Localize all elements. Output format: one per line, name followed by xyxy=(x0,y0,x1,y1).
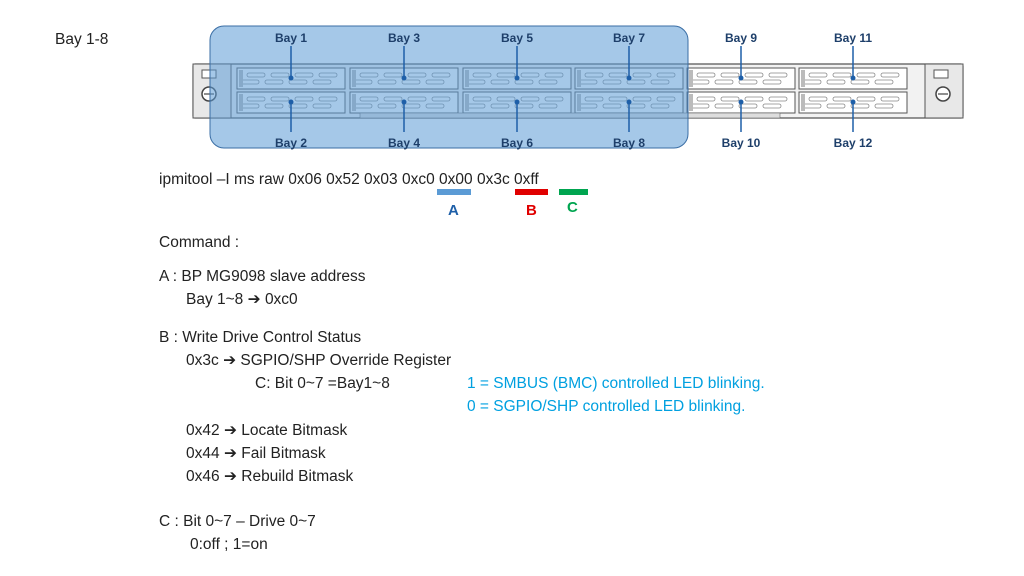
c-detail: 0:off ; 1=on xyxy=(190,536,268,553)
drive-vent xyxy=(762,103,782,109)
drive-vent xyxy=(738,103,758,109)
marker-a-letter: A xyxy=(448,202,459,219)
drive-vent xyxy=(744,96,764,102)
leader-dot xyxy=(401,75,407,81)
drive-vent xyxy=(856,72,876,78)
slide-label: Bay 1-8 xyxy=(55,31,109,48)
drive-vent xyxy=(850,79,870,85)
drive-vent xyxy=(808,72,828,78)
command-arg-b: 0x3c xyxy=(476,171,510,188)
command-prefix: ipmitool –I ms raw 0x06 0x52 0x03 xyxy=(159,171,398,188)
leader-dot xyxy=(738,75,744,81)
bay-label: Bay 8 xyxy=(612,136,646,150)
leader-dot xyxy=(626,99,632,105)
drive-vent xyxy=(880,72,900,78)
drive-vent xyxy=(768,72,788,78)
drive-vent xyxy=(768,96,788,102)
drive-vent xyxy=(720,96,740,102)
a-title: A : BP MG9098 slave address xyxy=(159,268,366,285)
b-title: B : Write Drive Control Status xyxy=(159,329,362,346)
bay-label: Bay 1 xyxy=(274,31,308,45)
arrow-icon: ➔ xyxy=(223,468,237,485)
command-arg-mid: 0x00 xyxy=(439,171,473,188)
drive-vent xyxy=(720,72,740,78)
leader-dot xyxy=(626,75,632,81)
bay-label: Bay 12 xyxy=(833,136,873,150)
leader-dot xyxy=(850,99,856,105)
drive-vent xyxy=(874,79,894,85)
register-fail: 0x44 ➔ Fail Bitmask xyxy=(186,445,326,462)
bay-label: Bay 6 xyxy=(500,136,534,150)
command-heading: Command : xyxy=(159,234,240,251)
register-locate: 0x42 ➔ Locate Bitmask xyxy=(186,422,348,439)
bay-label: Bay 11 xyxy=(833,31,873,45)
drive-vent xyxy=(832,72,852,78)
marker-c-bar xyxy=(559,189,588,195)
drive-vent xyxy=(808,96,828,102)
b-note-1: 1 = SMBUS (BMC) controlled LED blinking. xyxy=(467,375,765,392)
drive-vent xyxy=(714,103,734,109)
drive-vent xyxy=(744,72,764,78)
drive-vent xyxy=(832,96,852,102)
bay-1-8-highlight xyxy=(209,25,689,149)
register-rebuild: 0x46 ➔ Rebuild Bitmask xyxy=(186,468,354,485)
b-note-2: 0 = SGPIO/SHP controlled LED blinking. xyxy=(467,398,746,415)
drive-handle xyxy=(801,94,805,111)
drive-vent xyxy=(874,103,894,109)
bay-label: Bay 5 xyxy=(500,31,534,45)
leader-dot xyxy=(401,99,407,105)
drive-vent xyxy=(850,103,870,109)
bay-label: Bay 4 xyxy=(387,136,421,150)
drive-handle xyxy=(801,70,805,87)
leader-dot xyxy=(514,75,520,81)
command-line: ipmitool –I ms raw 0x06 0x52 0x03 0xc0 0… xyxy=(159,172,539,188)
leader-dot xyxy=(738,99,744,105)
bay-label: Bay 2 xyxy=(274,136,308,150)
command-arg-c: 0xff xyxy=(514,171,539,188)
arrow-icon: ➔ xyxy=(223,445,237,462)
server-chassis-diagram xyxy=(192,25,964,149)
bay-label: Bay 9 xyxy=(724,31,758,45)
drive-handle xyxy=(689,94,693,111)
drive-handle xyxy=(689,70,693,87)
drive-vent xyxy=(714,79,734,85)
drive-vent xyxy=(738,79,758,85)
drive-vent xyxy=(696,72,716,78)
marker-b-bar xyxy=(515,189,548,195)
leader-dot xyxy=(288,75,294,81)
b-register: 0x3c ➔ SGPIO/SHP Override Register xyxy=(186,352,452,369)
drive-vent xyxy=(856,96,876,102)
arrow-icon: ➔ xyxy=(223,352,237,369)
bay-label: Bay 3 xyxy=(387,31,421,45)
marker-c-letter: C xyxy=(567,199,578,216)
marker-b-letter: B xyxy=(526,202,537,219)
arrow-icon: ➔ xyxy=(247,291,261,308)
drive-vent xyxy=(826,79,846,85)
bay-label: Bay 10 xyxy=(721,136,761,150)
drive-vent xyxy=(762,79,782,85)
drive-vent xyxy=(880,96,900,102)
arrow-icon: ➔ xyxy=(223,422,237,439)
drive-vent xyxy=(696,96,716,102)
leader-dot xyxy=(288,99,294,105)
c-title: C : Bit 0~7 – Drive 0~7 xyxy=(159,513,316,530)
marker-a-bar xyxy=(437,189,471,195)
b-bits: C: Bit 0~7 =Bay1~8 xyxy=(255,375,390,392)
command-arg-a: 0xc0 xyxy=(401,171,435,188)
leader-dot xyxy=(514,99,520,105)
bay-label: Bay 7 xyxy=(612,31,646,45)
drive-vent xyxy=(826,103,846,109)
leader-dot xyxy=(850,75,856,81)
a-detail: Bay 1~8 ➔ 0xc0 xyxy=(186,291,298,308)
